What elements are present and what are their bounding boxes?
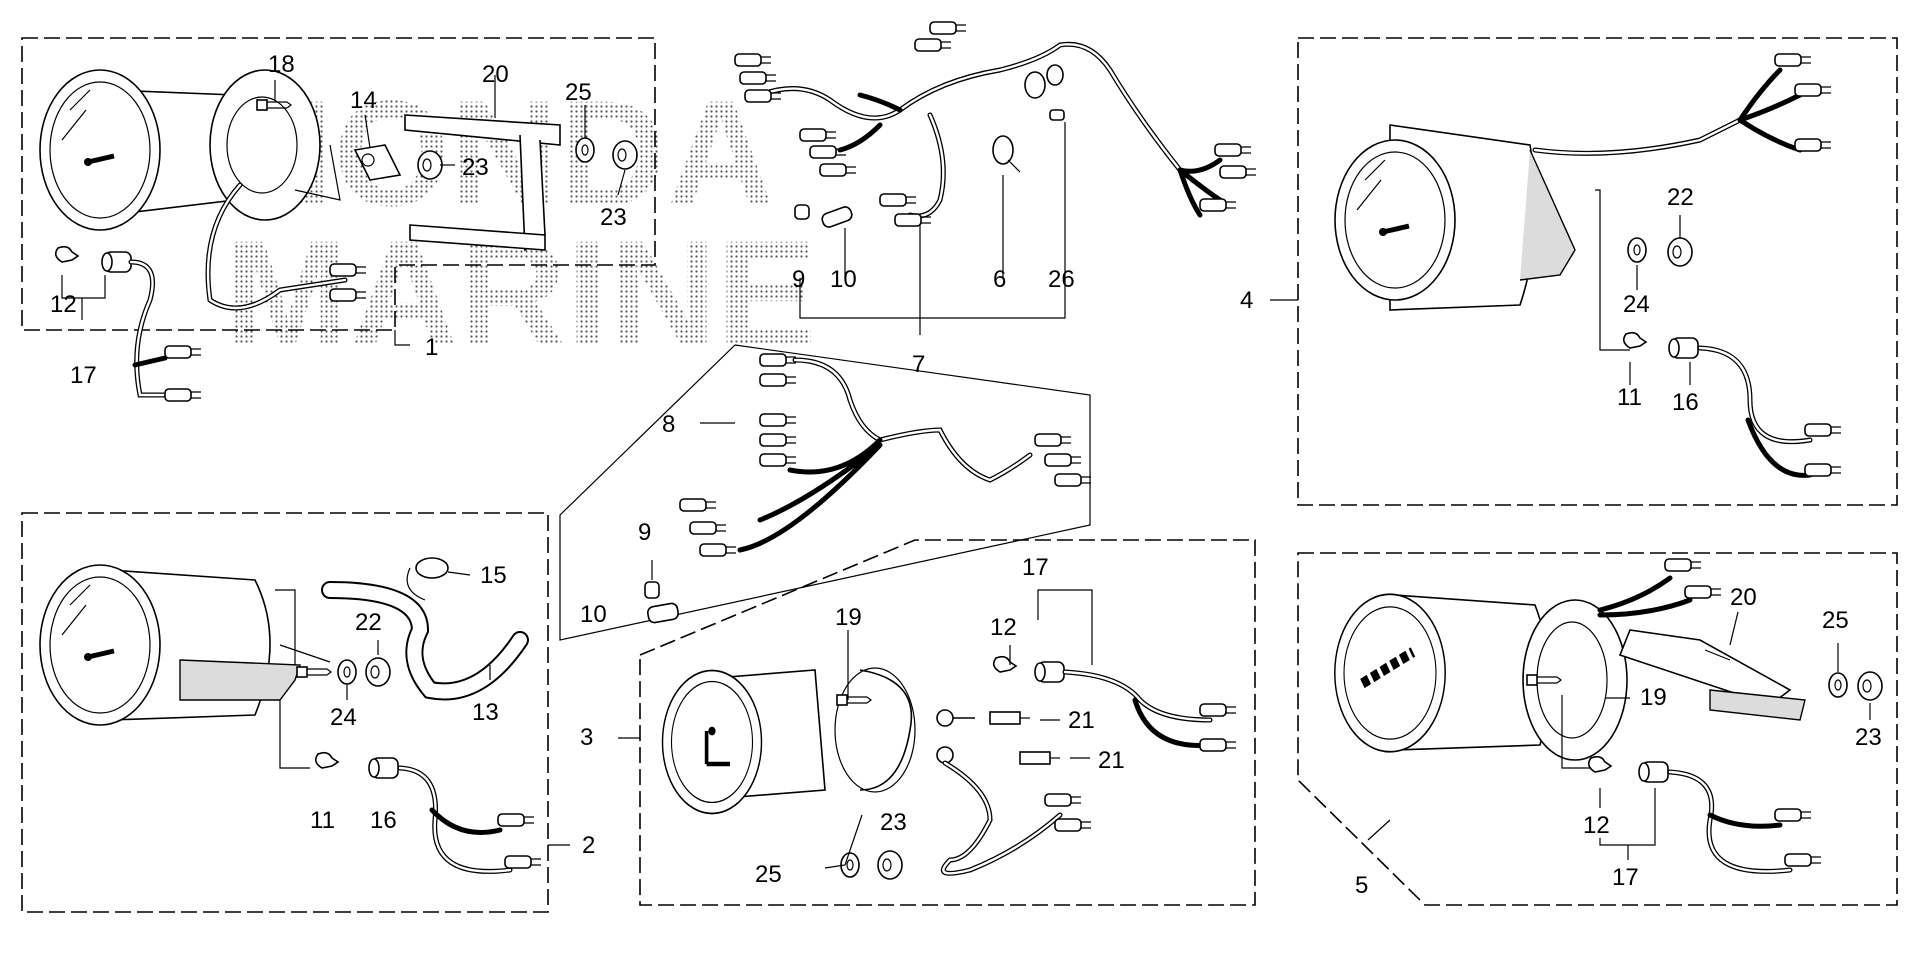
callout-24-right: 24	[1623, 291, 1650, 318]
callout-12-top: 12	[50, 291, 77, 318]
callout-15: 15	[480, 562, 507, 589]
bracket-20-top	[404, 114, 561, 252]
group-4-border	[1297, 37, 1898, 506]
callout-25-mid: 25	[755, 861, 782, 888]
callout-1: 1	[425, 334, 438, 361]
callout-17-top: 17	[70, 362, 97, 389]
callout-21-a: 21	[1068, 707, 1095, 734]
callout-8: 8	[662, 411, 675, 438]
callout-23-top-a: 23	[462, 154, 489, 181]
group-3-border	[639, 539, 1256, 906]
callout-16-right: 16	[1672, 389, 1699, 416]
group-2-border	[21, 512, 549, 913]
clamp-15	[406, 557, 449, 601]
callout-23-top-b: 23	[600, 204, 627, 231]
callout-21-b: 21	[1098, 747, 1125, 774]
terminal-21-a	[936, 709, 1030, 727]
bracket-14	[353, 144, 402, 181]
assembly-group-4	[1270, 37, 1898, 506]
callout-12-bottom: 12	[1583, 812, 1610, 839]
bracket-20-bottom	[1618, 629, 1806, 721]
callout-22-right: 22	[1667, 184, 1694, 211]
assembly-group-3	[618, 539, 1256, 906]
callout-3: 3	[580, 724, 593, 751]
callout-6: 6	[993, 266, 1006, 293]
main-harness	[734, 21, 1257, 335]
harness-8	[559, 344, 1092, 641]
assembly-group-1	[21, 37, 656, 402]
group-5-border	[1297, 552, 1898, 906]
clip-6	[992, 135, 1021, 173]
callout-4: 4	[1240, 287, 1253, 314]
callout-13: 13	[472, 699, 499, 726]
callout-11-right: 11	[1617, 384, 1642, 411]
assembly-group-5	[1297, 552, 1898, 906]
callout-9-mid: 9	[638, 519, 651, 546]
callout-25-bottom: 25	[1822, 607, 1849, 634]
callout-12-mid: 12	[990, 614, 1017, 641]
callout-20-top: 20	[482, 61, 509, 88]
callout-17-bottom: 17	[1612, 864, 1639, 891]
callout-17-mid: 17	[1022, 554, 1049, 581]
callout-18-top: 18	[268, 51, 295, 78]
callout-2: 2	[582, 832, 595, 859]
callout-labels: 18 14 20 25 23 23 12 17 1 9 10 6 26 7 8 …	[50, 51, 1882, 899]
bracket-19	[834, 667, 916, 793]
callout-19-bottom: 19	[1640, 684, 1667, 711]
callout-9-top: 9	[792, 266, 805, 293]
assembly-group-2	[21, 512, 570, 913]
callout-7: 7	[912, 351, 925, 378]
callout-19-mid: 19	[835, 604, 862, 631]
callout-10-top: 10	[830, 266, 857, 293]
gauge-1	[40, 70, 321, 230]
callout-16-left: 16	[370, 807, 397, 834]
callout-25-top: 25	[565, 79, 592, 106]
callout-22-left: 22	[355, 609, 382, 636]
callout-5: 5	[1355, 872, 1368, 899]
callout-23-bottom: 23	[1855, 724, 1882, 751]
callout-20-bottom: 20	[1730, 584, 1757, 611]
callout-10-mid: 10	[580, 601, 607, 628]
callout-11-left: 11	[310, 807, 335, 834]
callout-23-mid: 23	[880, 809, 907, 836]
callout-14: 14	[350, 87, 377, 114]
terminal-21-b	[936, 746, 1060, 765]
callout-26: 26	[1048, 266, 1075, 293]
hose-13	[321, 581, 529, 701]
callout-24-left: 24	[330, 704, 357, 731]
